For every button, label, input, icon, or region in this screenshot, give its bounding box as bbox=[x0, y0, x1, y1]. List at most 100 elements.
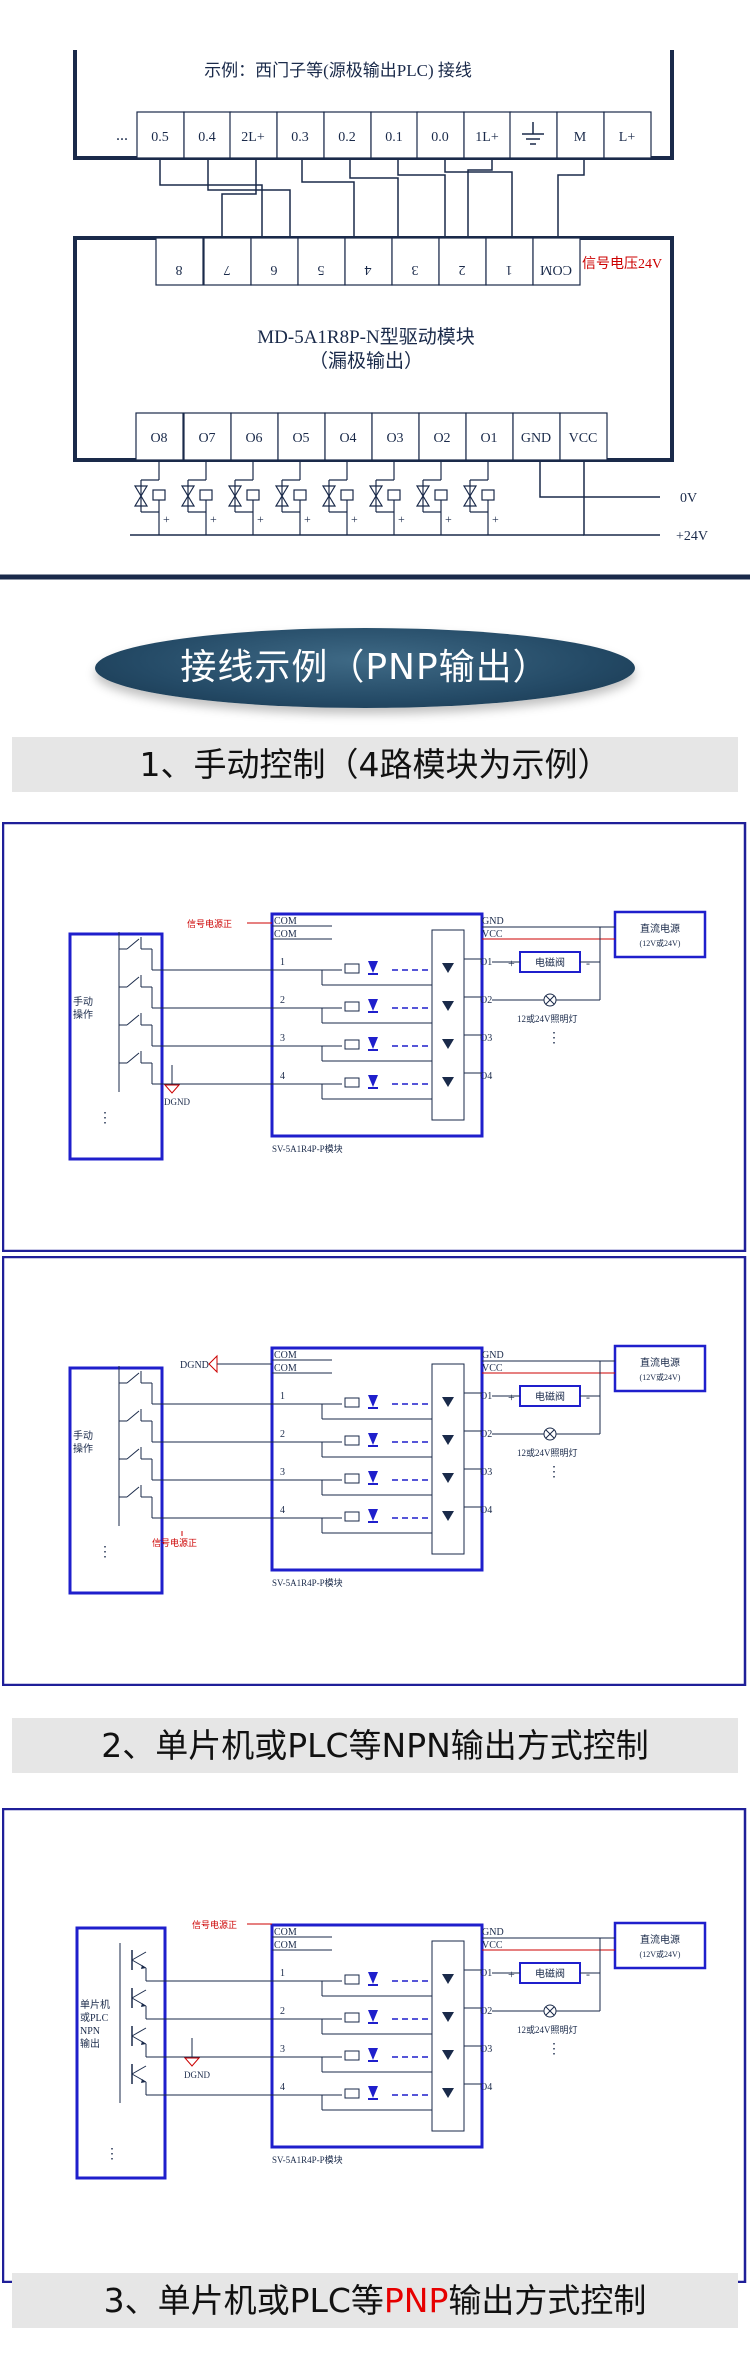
module-subtitle: （漏极输出） bbox=[309, 350, 423, 372]
plc-terminal-label: L+ bbox=[619, 130, 636, 145]
switch-icon bbox=[126, 1052, 140, 1064]
switch-icon bbox=[126, 1014, 140, 1026]
switch-icon bbox=[126, 976, 140, 988]
module-box bbox=[270, 912, 484, 1138]
module-output-label: O5 bbox=[292, 431, 309, 446]
module-output-terminal bbox=[418, 412, 467, 461]
rail-24v-label: +24V bbox=[676, 529, 708, 544]
optocoupler-led-icon bbox=[368, 1433, 378, 1445]
psu-sub: (12V或24V) bbox=[640, 938, 681, 948]
panel-frame bbox=[2, 1256, 747, 1686]
terminal-ellipsis: ... bbox=[116, 127, 128, 144]
module-output-label: O7 bbox=[198, 431, 215, 446]
plc-terminal bbox=[509, 111, 558, 159]
plc-terminal-label: 0.2 bbox=[338, 130, 356, 145]
coil-icon bbox=[246, 489, 260, 501]
module-input-terminal bbox=[485, 237, 534, 286]
plc-terminal-label: 0.4 bbox=[198, 130, 216, 145]
svg-text:⋮: ⋮ bbox=[98, 1111, 112, 1126]
output-bus bbox=[431, 929, 465, 1121]
plc-terminal-label: 0.0 bbox=[431, 130, 449, 145]
plc-terminal-label: 0.5 bbox=[151, 130, 169, 145]
dgnd-label: DGND bbox=[184, 2070, 210, 2080]
plc-terminal bbox=[183, 111, 232, 159]
heading-pnp-suffix: 输出方式控制 bbox=[448, 2281, 647, 2320]
heading-manual-control: 1、手动控制（4路模块为示例） bbox=[12, 737, 738, 792]
svg-text:+: + bbox=[445, 512, 452, 526]
controller-box bbox=[75, 1926, 167, 2180]
svg-text:+: + bbox=[492, 512, 499, 526]
module-output-label: O4 bbox=[339, 431, 356, 446]
output-label: O1 bbox=[480, 1968, 492, 1979]
mosfet-icon bbox=[442, 963, 454, 973]
svg-text:+: + bbox=[304, 512, 311, 526]
module-output-terminal bbox=[183, 412, 232, 461]
gnd-label: GND bbox=[482, 916, 504, 927]
svg-text:-: - bbox=[586, 1967, 590, 1981]
output-label: O1 bbox=[480, 1391, 492, 1402]
module-input-label: 1 bbox=[506, 262, 513, 277]
signal-pos-label: 信号电源正 bbox=[187, 918, 232, 929]
coil-icon bbox=[481, 489, 495, 501]
controller-label: 手动 bbox=[73, 1429, 93, 1442]
heading-pnp-highlight: PNP bbox=[383, 2281, 449, 2320]
ground-icon bbox=[522, 122, 544, 145]
com-label: COM bbox=[274, 1940, 297, 1951]
svg-text:+: + bbox=[508, 1390, 515, 1404]
plc-terminal bbox=[229, 111, 278, 159]
psu-sub: (12V或24V) bbox=[640, 1949, 681, 1959]
gnd-label: GND bbox=[482, 1350, 504, 1361]
com-label: COM bbox=[274, 929, 297, 940]
section-banner: 接线示例（PNP输出） bbox=[180, 647, 550, 688]
module-input-terminal bbox=[250, 237, 299, 286]
module-output-label: O2 bbox=[433, 431, 450, 446]
controller-label: 单片机 bbox=[80, 1998, 110, 2011]
mosfet-icon bbox=[442, 1435, 454, 1445]
output-label: O3 bbox=[480, 1033, 492, 1044]
resistor-icon bbox=[344, 1039, 360, 1050]
ground-icon bbox=[183, 2057, 201, 2067]
channel-label: 1 bbox=[280, 957, 285, 968]
module-box bbox=[270, 1346, 484, 1572]
module-input-terminal bbox=[344, 237, 393, 286]
vcc-label: VCC bbox=[482, 929, 503, 940]
signal-pos-label: 信号电源正 bbox=[192, 1919, 237, 1930]
resistor-icon bbox=[344, 1077, 360, 1088]
output-label: O1 bbox=[480, 957, 492, 968]
dgnd-label: DGND bbox=[164, 1097, 190, 1107]
panel-frame bbox=[2, 1808, 747, 2283]
plc-terminal bbox=[556, 111, 605, 159]
gnd-label: GND bbox=[482, 1927, 504, 1938]
channel-label: 4 bbox=[280, 1071, 285, 1082]
valve-label: 电磁阀 bbox=[535, 1390, 565, 1403]
module-output-label: O6 bbox=[245, 431, 262, 446]
module-output-label: O1 bbox=[480, 431, 497, 446]
channel-label: 2 bbox=[280, 995, 285, 1006]
controller-label: 操作 bbox=[73, 1442, 93, 1455]
svg-text:+: + bbox=[210, 512, 217, 526]
psu-label: 直流电源 bbox=[640, 1356, 680, 1369]
resistor-icon bbox=[344, 2088, 360, 2099]
controller-label: 或PLC bbox=[80, 2012, 109, 2024]
optocoupler-led-icon bbox=[368, 2048, 378, 2060]
psu-box bbox=[613, 1344, 707, 1393]
plc-module-wires bbox=[159, 158, 585, 238]
channel-label: 3 bbox=[280, 1033, 285, 1044]
module-output-terminal bbox=[512, 412, 561, 461]
module-output-terminal bbox=[465, 412, 514, 461]
mosfet-icon bbox=[442, 2012, 454, 2022]
mosfet-icon bbox=[442, 1077, 454, 1087]
module-output-label: VCC bbox=[569, 431, 598, 446]
psu-label: 直流电源 bbox=[640, 922, 680, 935]
dgnd-label: DGND bbox=[180, 1360, 209, 1371]
module-input-terminal bbox=[203, 237, 252, 286]
controller-label: 输出 bbox=[80, 2037, 100, 2050]
vcc-label: VCC bbox=[482, 1363, 503, 1374]
module-title: MD-5A1R8P-N型驱动模块 bbox=[257, 326, 474, 348]
svg-text:+: + bbox=[163, 512, 170, 526]
